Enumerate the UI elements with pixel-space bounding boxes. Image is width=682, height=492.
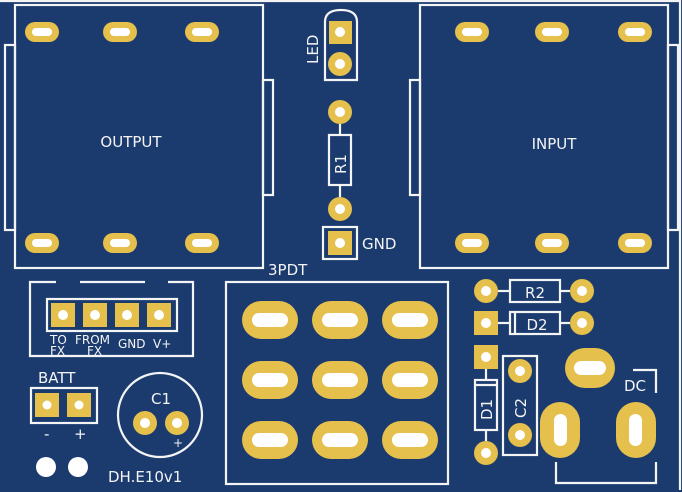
dc-jack: DC xyxy=(540,348,658,485)
mounting-hole xyxy=(68,457,88,477)
pad xyxy=(185,233,219,253)
d1-label: D1 xyxy=(478,399,496,420)
3pdt-switch: 3PDT xyxy=(224,261,450,486)
pad xyxy=(242,301,298,339)
pad xyxy=(242,361,298,399)
version-label: DH.E10v1 xyxy=(108,468,182,486)
fx-header: TO FX FROM FX GND V+ xyxy=(28,280,195,358)
pad xyxy=(103,233,137,253)
pad xyxy=(312,301,368,339)
dc-label: DC xyxy=(624,377,646,395)
header-pin xyxy=(115,303,139,327)
pad xyxy=(242,421,298,459)
c1-capacitor: C1 + xyxy=(116,371,204,459)
led-footprint: LED xyxy=(304,8,359,82)
led-label: LED xyxy=(304,35,322,64)
c1-label: C1 xyxy=(151,390,171,408)
header-vplus-label: V+ xyxy=(153,337,171,351)
header-gnd-label: GND xyxy=(118,337,146,351)
gnd-pad: GND xyxy=(321,225,396,261)
c1-plus-label: + xyxy=(173,436,183,450)
pad xyxy=(25,233,59,253)
input-label: INPUT xyxy=(532,135,578,153)
c2-label: C2 xyxy=(512,398,530,418)
r2-footprint: R2 xyxy=(474,278,594,304)
pad xyxy=(25,22,59,42)
header-pin xyxy=(83,303,107,327)
header-pin xyxy=(51,303,75,327)
3pdt-label: 3PDT xyxy=(268,261,308,279)
batt-minus-label: - xyxy=(44,425,49,443)
gnd-label: GND xyxy=(362,235,396,253)
header-pin xyxy=(147,303,171,327)
r2-label: R2 xyxy=(525,284,545,302)
pad xyxy=(103,22,137,42)
r1-footprint: R1 xyxy=(327,100,353,221)
pad xyxy=(535,233,569,253)
pad xyxy=(455,233,489,253)
output-label: OUTPUT xyxy=(100,133,162,151)
pad xyxy=(312,361,368,399)
pad xyxy=(185,22,219,42)
mounting-hole xyxy=(36,457,56,477)
pad xyxy=(382,421,438,459)
d1-footprint: D1 xyxy=(473,345,499,465)
output-jack: OUTPUT xyxy=(3,3,275,270)
d2-label: D2 xyxy=(526,316,547,334)
d2-footprint: D2 xyxy=(474,310,594,336)
pad xyxy=(535,22,569,42)
pad xyxy=(312,421,368,459)
r1-label: R1 xyxy=(332,154,350,174)
from-fx-label-2: FX xyxy=(87,344,102,358)
to-fx-label-2: FX xyxy=(50,344,65,358)
battery-connector: BATT - + xyxy=(29,369,99,443)
input-jack: INPUT xyxy=(408,3,680,270)
c2-capacitor: C2 xyxy=(501,354,539,457)
to-fx-label-1: TO xyxy=(49,333,67,347)
batt-plus-label: + xyxy=(74,425,87,443)
batt-label: BATT xyxy=(38,369,76,387)
pad xyxy=(618,22,652,42)
pad xyxy=(382,361,438,399)
pad xyxy=(455,22,489,42)
from-fx-label-1: FROM xyxy=(75,333,110,347)
pad xyxy=(382,301,438,339)
pad xyxy=(618,233,652,253)
